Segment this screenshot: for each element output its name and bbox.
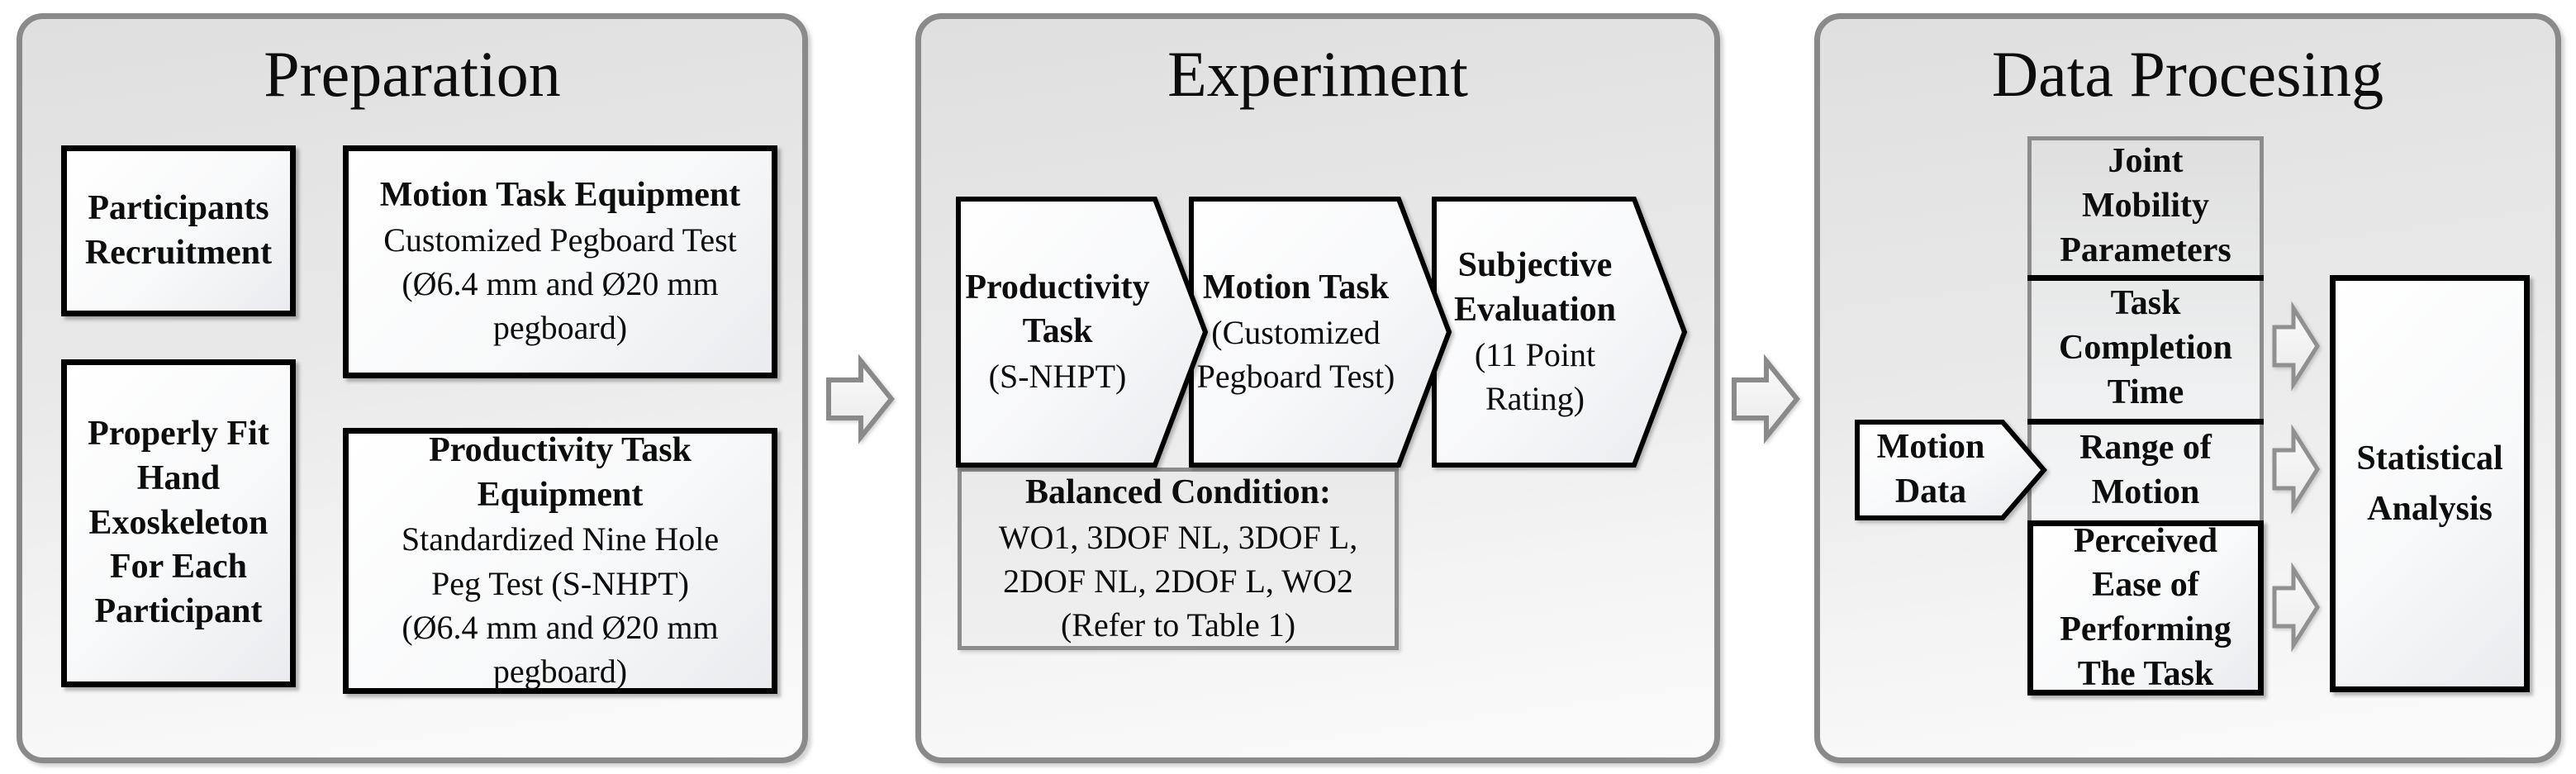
arrow-right-icon <box>826 354 895 444</box>
perceived-ease-box: Perceived Ease of Performing The Task <box>2027 520 2264 696</box>
arrow-right-icon <box>2272 562 2320 653</box>
motion-data-label: Motion Data <box>1876 428 1985 510</box>
participants-recruitment-box: Participants Recruitment <box>61 145 296 316</box>
productivity-task-equipment-heading: Productivity Task Equipment <box>429 430 692 514</box>
range-of-motion-label: Range of Motion <box>2079 429 2212 511</box>
hand-exoskeleton-box: Properly Fit Hand Exoskeleton For Each P… <box>61 359 296 687</box>
step-chevron-subjective-evaluation <box>1432 197 1688 468</box>
balanced-condition-body: WO1, 3DOF NL, 3DOF L, 2DOF NL, 2DOF L, W… <box>998 518 1358 643</box>
step-subjective-evaluation-heading: Subjective Evaluation <box>1453 246 1617 329</box>
motion-task-equipment-heading: Motion Task Equipment <box>379 176 741 215</box>
range-of-motion-cell: Range of Motion <box>2032 426 2260 515</box>
step-motion-task: Motion Task (Customized Pegboard Test) <box>1189 197 1403 468</box>
step-motion-task-heading: Motion Task <box>1202 268 1390 306</box>
stack-divider <box>2027 275 2264 281</box>
step-productivity-task-heading: Productivity Task <box>965 268 1150 351</box>
joint-mobility-parameters-cell: Joint Mobility Parameters <box>2032 142 2260 271</box>
step-productivity-task: Productivity Task (S-NHPT) <box>956 197 1159 468</box>
participants-recruitment-label: Participants Recruitment <box>84 188 273 272</box>
stack-divider <box>2027 419 2264 425</box>
panel-experiment-title: Experiment <box>1167 38 1468 110</box>
balanced-condition-heading: Balanced Condition: <box>1025 472 1331 511</box>
step-chevron-productivity-task <box>956 197 1209 468</box>
arrow-right-icon <box>1732 354 1800 444</box>
step-motion-task-sub: (Customized Pegboard Test) <box>1196 313 1395 395</box>
productivity-task-equipment-body: Standardized Nine Hole Peg Test (S-NHPT)… <box>401 520 720 690</box>
motion-task-equipment-box: Motion Task Equipment Customized Pegboar… <box>343 145 777 378</box>
panel-data-processing-title: Data Procesing <box>1991 38 2384 110</box>
statistical-analysis-box: Statistical Analysis <box>2330 275 2530 692</box>
motion-data-cell: Motion Data <box>1855 420 2007 520</box>
motion-task-equipment-body: Customized Pegboard Test (Ø6.4 mm and Ø2… <box>383 221 737 347</box>
motion-data-chevron <box>1855 420 2047 520</box>
arrow-right-icon <box>2272 424 2320 515</box>
step-subjective-evaluation-sub: (11 Point Rating) <box>1474 335 1596 417</box>
statistical-analysis-label: Statistical Analysis <box>2356 439 2503 528</box>
panel-preparation-title: Preparation <box>264 38 561 110</box>
joint-mobility-parameters-label: Joint Mobility Parameters <box>2060 142 2231 269</box>
step-chevron-motion-task <box>1189 197 1452 468</box>
perceived-ease-label: Perceived Ease of Performing The Task <box>2060 521 2231 693</box>
productivity-task-equipment-box: Productivity Task Equipment Standardized… <box>343 428 777 694</box>
hand-exoskeleton-label: Properly Fit Hand Exoskeleton For Each P… <box>88 415 269 631</box>
balanced-condition-box: Balanced Condition: WO1, 3DOF NL, 3DOF L… <box>958 468 1399 650</box>
step-subjective-evaluation: Subjective Evaluation (11 Point Rating) <box>1432 197 1638 468</box>
step-productivity-task-sub: (S-NHPT) <box>988 358 1127 396</box>
arrow-right-icon <box>2272 301 2320 392</box>
task-completion-time-label: Task Completion Time <box>2059 284 2232 411</box>
task-completion-time-cell: Task Completion Time <box>2032 283 2260 415</box>
